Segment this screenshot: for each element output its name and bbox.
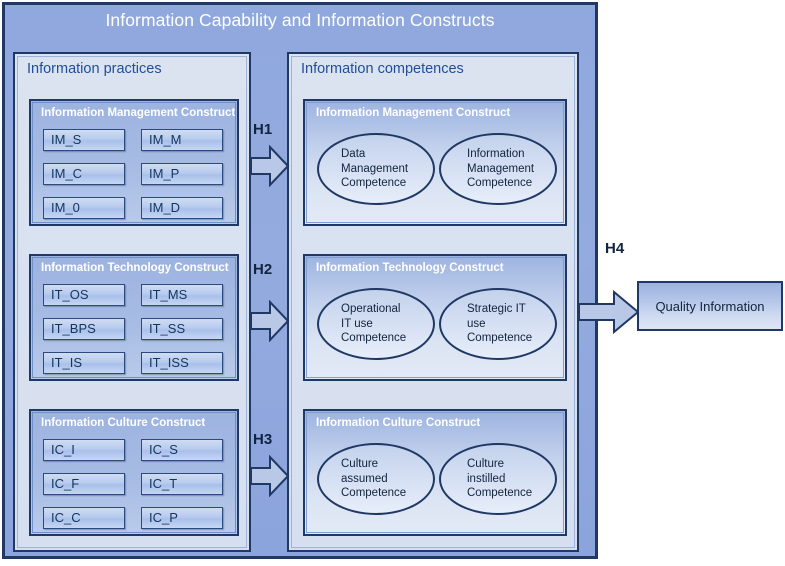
- quality-information-label: Quality Information: [655, 298, 765, 314]
- panel-information-practices: Information practices Information Manage…: [13, 52, 251, 552]
- group-information-technology-construct-practices: Information Technology Construct IT_OS I…: [29, 254, 239, 381]
- information-capability-container: Information Capability and Information C…: [2, 2, 598, 559]
- panel-title-information-competences: Information competences: [301, 61, 464, 77]
- arrow-h4-icon: [578, 290, 640, 334]
- group-title: Information Technology Construct: [41, 262, 229, 274]
- group-title: Information Culture Construct: [41, 417, 206, 429]
- competence-ellipse[interactable]: Culture assumed Competence: [317, 443, 435, 515]
- group-information-management-construct-competences: Information Management Construct Data Ma…: [303, 99, 567, 226]
- indicator-chip[interactable]: IC_T: [141, 473, 223, 495]
- indicator-chip[interactable]: IC_C: [43, 507, 125, 529]
- group-title: Information Culture Construct: [316, 417, 481, 429]
- competence-label: Strategic IT use Competence: [467, 303, 533, 345]
- indicator-chip[interactable]: IM_D: [141, 197, 223, 219]
- indicator-chip[interactable]: IT_OS: [43, 284, 125, 306]
- indicator-chip[interactable]: IT_IS: [43, 352, 125, 374]
- competence-ellipse[interactable]: Information Management Competence: [439, 133, 557, 205]
- competence-label: Culture instilled Competence: [467, 458, 533, 500]
- quality-information-box[interactable]: Quality Information: [637, 281, 783, 331]
- group-information-technology-construct-competences: Information Technology Construct Operati…: [303, 254, 567, 381]
- competence-ellipse[interactable]: Culture instilled Competence: [439, 443, 557, 515]
- panel-title-information-practices: Information practices: [27, 61, 162, 77]
- page-title: Information Capability and Information C…: [105, 10, 495, 30]
- group-title: Information Management Construct: [316, 107, 511, 119]
- indicator-chip[interactable]: IM_C: [43, 163, 125, 185]
- indicator-chip[interactable]: IT_BPS: [43, 318, 125, 340]
- indicator-chip[interactable]: IT_SS: [141, 318, 223, 340]
- hypothesis-label-h3: H3: [253, 431, 273, 448]
- competence-label: Culture assumed Competence: [341, 458, 407, 500]
- indicator-chip[interactable]: IM_M: [141, 129, 223, 151]
- hypothesis-label-h4: H4: [605, 240, 625, 257]
- indicator-chip[interactable]: IC_F: [43, 473, 125, 495]
- competence-label: Operational IT use Competence: [341, 303, 407, 345]
- competence-ellipse[interactable]: Strategic IT use Competence: [439, 288, 557, 360]
- group-information-culture-construct-competences: Information Culture Construct Culture as…: [303, 409, 567, 536]
- panel-information-competences: Information competences Information Mana…: [287, 52, 579, 552]
- indicator-chip[interactable]: IM_P: [141, 163, 223, 185]
- competence-ellipse[interactable]: Operational IT use Competence: [317, 288, 435, 360]
- competence-label: Data Management Competence: [341, 148, 409, 190]
- indicator-chip[interactable]: IM_0: [43, 197, 125, 219]
- group-title: Information Management Construct: [41, 107, 236, 119]
- indicator-chip[interactable]: IT_ISS: [141, 352, 223, 374]
- hypothesis-label-h1: H1: [253, 121, 273, 138]
- group-information-culture-construct-practices: Information Culture Construct IC_I IC_S …: [29, 409, 239, 536]
- competence-label: Information Management Competence: [467, 148, 535, 190]
- group-information-management-construct-practices: Information Management Construct IM_S IM…: [29, 99, 239, 226]
- indicator-chip[interactable]: IC_S: [141, 439, 223, 461]
- arrow-h2-icon: [250, 300, 290, 342]
- hypothesis-label-h2: H2: [253, 261, 273, 278]
- arrow-h1-icon: [250, 145, 290, 187]
- indicator-chip[interactable]: IC_P: [141, 507, 223, 529]
- indicator-chip[interactable]: IT_MS: [141, 284, 223, 306]
- indicator-chip[interactable]: IC_I: [43, 439, 125, 461]
- competence-ellipse[interactable]: Data Management Competence: [317, 133, 435, 205]
- group-title: Information Technology Construct: [316, 262, 504, 274]
- indicator-chip[interactable]: IM_S: [43, 129, 125, 151]
- arrow-h3-icon: [250, 455, 290, 497]
